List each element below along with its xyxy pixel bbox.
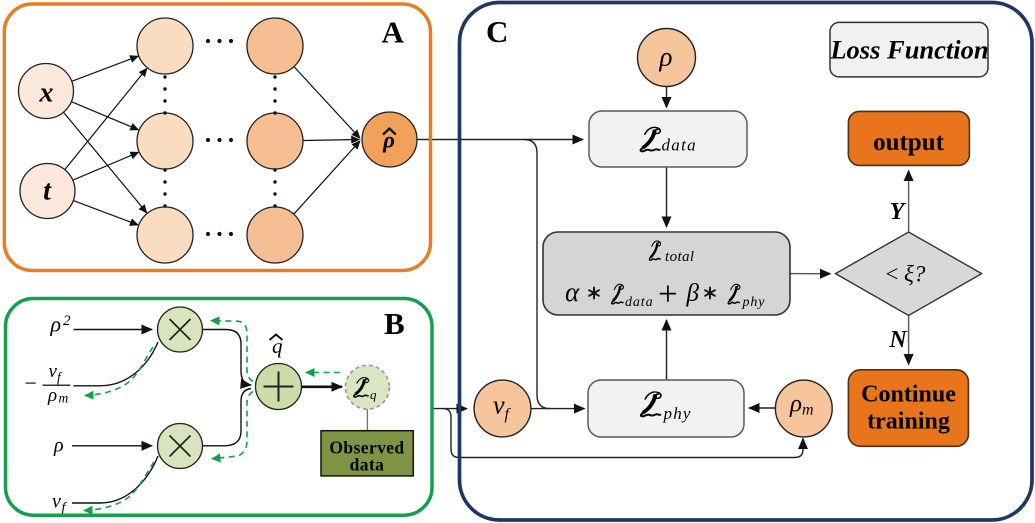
svg-text:f: f	[505, 406, 512, 423]
svg-text:B: B	[384, 306, 405, 341]
svg-text:C: C	[486, 14, 508, 49]
svg-text:β: β	[686, 280, 700, 307]
svg-text:Loss Function: Loss Function	[829, 35, 988, 65]
svg-text:ρ: ρ	[50, 312, 62, 337]
svg-text:N: N	[888, 327, 908, 353]
svg-text:data: data	[350, 455, 385, 475]
svg-text:q: q	[370, 387, 377, 402]
svg-text:data: data	[625, 295, 654, 310]
svg-text:A: A	[382, 15, 405, 50]
svg-text:Y: Y	[890, 199, 907, 225]
svg-text:v: v	[52, 491, 61, 513]
svg-text:ρ: ρ	[47, 385, 57, 406]
svg-text:f: f	[57, 370, 63, 385]
svg-text:<: <	[884, 262, 900, 287]
svg-text:+: +	[658, 275, 678, 314]
svg-text:total: total	[665, 249, 695, 265]
svg-text:phy: phy	[742, 295, 766, 310]
svg-text:q: q	[272, 334, 283, 358]
svg-text:t: t	[43, 176, 52, 207]
svg-text:v: v	[493, 391, 505, 420]
svg-text:phy: phy	[663, 404, 692, 423]
svg-text:output: output	[873, 129, 945, 156]
svg-text:data: data	[662, 136, 697, 155]
svg-text:training: training	[867, 409, 950, 435]
svg-text:−: −	[25, 371, 37, 396]
svg-text:f: f	[62, 501, 68, 516]
svg-text:m: m	[802, 402, 814, 419]
svg-text:x: x	[39, 78, 54, 109]
svg-text:α: α	[565, 277, 580, 307]
svg-text:v: v	[49, 361, 58, 382]
svg-text:m: m	[59, 391, 69, 406]
svg-text:2: 2	[63, 313, 71, 329]
svg-text:Observed: Observed	[329, 438, 404, 458]
svg-text:Continue: Continue	[861, 382, 956, 408]
svg-text:ρ: ρ	[53, 435, 64, 457]
svg-text:ρ: ρ	[789, 391, 802, 418]
svg-text:ξ?: ξ?	[904, 262, 926, 287]
svg-text:ρ: ρ	[659, 42, 673, 72]
